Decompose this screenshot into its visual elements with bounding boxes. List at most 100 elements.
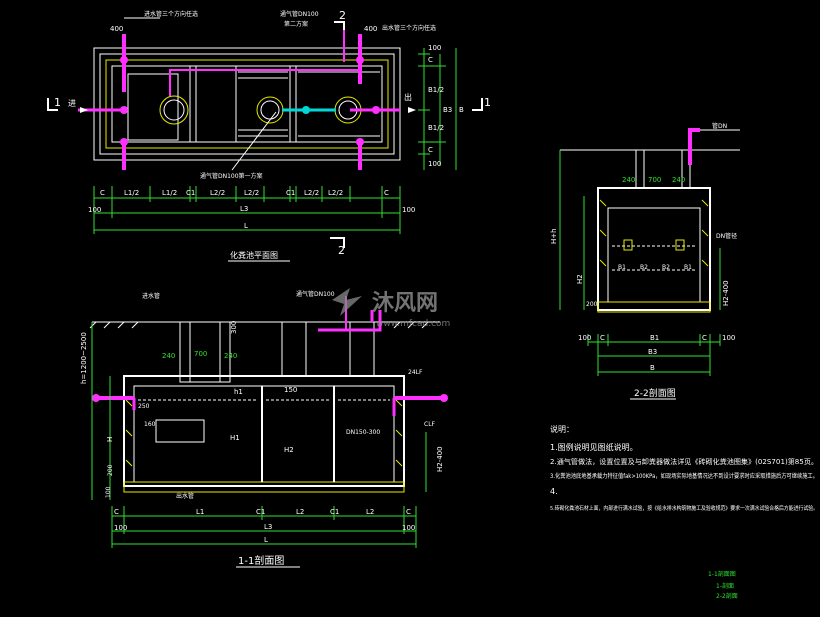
s22-bdim3-1: B	[650, 364, 655, 372]
s11-base-slab	[123, 481, 405, 493]
plan-bdim3-1: L	[244, 222, 248, 230]
s11-dim-150: 150	[284, 386, 297, 394]
s11-inner-note-box	[155, 419, 205, 443]
legend-block: 1-1剖面图 1-剖面 2-2剖面	[708, 570, 738, 600]
s22-bdim-4: C	[702, 334, 707, 342]
plan-bdim-7: C1	[286, 189, 295, 197]
plan-title: 化粪池平面图	[230, 250, 278, 260]
s22-b-3: B2	[662, 264, 670, 271]
inlet-arrow-icon	[80, 107, 88, 113]
plan-top-dim-right: 400	[364, 25, 377, 33]
legend-line-1: 1-剖面	[716, 582, 734, 590]
plan-outer-wall-inner	[99, 53, 395, 155]
plan-view: 1 1 2 2 进 出 400 400 进水管三个方向任选 通气管DN100 第…	[47, 9, 491, 262]
note-5: 5.砖砌化粪池石材上面，内部进行满水试验，按《给水排水构筑物施工及验收规范》要求…	[550, 504, 818, 512]
s11-inlet-node-icon	[92, 394, 100, 402]
s22-bdim-3: B1	[650, 334, 659, 342]
plan-rdim-4: B3	[443, 106, 452, 114]
leader-outlet-text: 出水管三个方向任选	[382, 24, 436, 32]
watermark-url: www.mfcad.com	[376, 319, 450, 329]
s22-b-4: B1	[684, 264, 692, 271]
s22-inner-label: DN管径	[716, 232, 737, 240]
notes-heading: 说明：	[550, 424, 574, 434]
s11-wall-hatch	[125, 399, 403, 467]
plan-rdim-3: B1/2	[428, 86, 444, 94]
s22-title: 2-2剖面图	[634, 387, 676, 399]
outlet-arrow-icon	[408, 107, 416, 113]
s11-bdim-2: L1	[196, 508, 204, 516]
plan-grating	[238, 71, 380, 137]
plan-bdim-3: L1/2	[162, 189, 177, 197]
s11-title: 1-1剖面图	[238, 554, 284, 567]
leader-bottom-text: 通气管DN100第一方案	[200, 172, 263, 180]
s11-outlet-node-icon	[440, 394, 448, 402]
inlet-label: 进	[68, 99, 76, 108]
plan-bdim-10: C	[384, 189, 389, 197]
leader-inlet-text: 进水管三个方向任选	[144, 10, 198, 18]
s11-bdim2-3: 100	[402, 524, 415, 532]
plan-rdim-1: 100	[428, 44, 441, 52]
s22-topdim-2: 700	[648, 176, 661, 184]
s22-tank-wall	[597, 187, 711, 311]
plan-rdim-7: C	[428, 146, 433, 154]
note-4: 4.	[550, 487, 558, 496]
notes-block: 说明： 1.图例说明见图纸说明。 2.通气管做法，设置位置及与卸粪器做法详见《砖…	[550, 424, 818, 512]
s11-label-outlet: 出水管	[176, 492, 194, 500]
plan-bdim-4: C1	[186, 189, 195, 197]
s11-ground-hatch	[89, 321, 429, 329]
s11-bdim3-1: L	[264, 536, 268, 544]
section-1-marker-right	[472, 98, 483, 111]
s11-label-vent: 通气管DN100	[296, 290, 335, 298]
s11-bdim-1: C	[114, 508, 119, 516]
plan-footing-line	[105, 59, 389, 149]
s11-dim-100: 100	[105, 486, 112, 498]
plan-bdim2-1: 100	[88, 206, 101, 214]
leader-vent-text: 通气管DN100	[280, 10, 319, 18]
section-1-1: 240 700 240 300 h1 150 H1 H2 通气管DN100 进水…	[80, 290, 448, 568]
s11-bdim-3: C1	[256, 508, 265, 516]
s22-bdim2-1: B3	[648, 348, 657, 356]
s11-dim-H: H	[106, 437, 114, 442]
s11-topdim-1: 240	[162, 352, 175, 360]
outlet-label: 出	[404, 92, 412, 102]
s11-dim-h1: h1	[234, 388, 243, 396]
note-3: 3.化粪池池底地基承载力特征值fak>100KPa，如现场实际地基情况达不到设计…	[550, 472, 818, 480]
plan-top-dim-left: 400	[110, 25, 123, 33]
plan-chamber-1-box	[127, 73, 179, 141]
plan-pipes	[78, 30, 400, 170]
plan-pipe-nodes	[120, 56, 380, 146]
note-1: 1.图例说明见图纸说明。	[550, 442, 638, 452]
s22-bdim-2: C	[600, 334, 605, 342]
s22-bdim-1: 100	[578, 334, 591, 342]
section-2-marker-bottom	[330, 237, 345, 248]
s22-tank-inner	[607, 207, 701, 303]
s22-h2: H2	[576, 274, 584, 284]
section-2-marker-top	[334, 21, 345, 30]
section-1-marker-left	[47, 98, 58, 111]
s11-topdim-3: 240	[224, 352, 237, 360]
s22-topdim-3: 240	[672, 176, 685, 184]
plan-rdim-6: B1/2	[428, 124, 444, 132]
s22-pipe-label: 管DN	[712, 122, 727, 130]
s22-topdim-1: 240	[622, 176, 635, 184]
plan-bdim2-3: 100	[402, 206, 415, 214]
s11-bdim-4: L2	[296, 508, 304, 516]
s11-dim-H2: H2	[284, 446, 294, 454]
s11-label-clf: CLF	[424, 421, 436, 428]
plan-outer-wall	[93, 47, 401, 161]
plan-bdim-9: L2/2	[328, 189, 343, 197]
plan-bdim-8: L2/2	[304, 189, 319, 197]
plan-rdim-5: B	[459, 106, 464, 114]
s11-bdim-5: C1	[330, 508, 339, 516]
plan-inner-wall	[111, 65, 383, 143]
leader-vent-sub-text: 第二方案	[284, 20, 308, 28]
plan-bdim-5: L2/2	[210, 189, 225, 197]
watermark-logo-icon	[332, 288, 362, 316]
s22-left-dim: H+h	[550, 228, 558, 244]
s11-pipes	[96, 296, 444, 416]
s11-bdim2-1: 100	[114, 524, 127, 532]
s11-bdim-7: C	[406, 508, 411, 516]
s11-right-dim: H2-400	[436, 446, 444, 472]
legend-line-2: 2-2剖面	[716, 592, 738, 600]
s11-label-24lf: 24LF	[408, 369, 423, 376]
